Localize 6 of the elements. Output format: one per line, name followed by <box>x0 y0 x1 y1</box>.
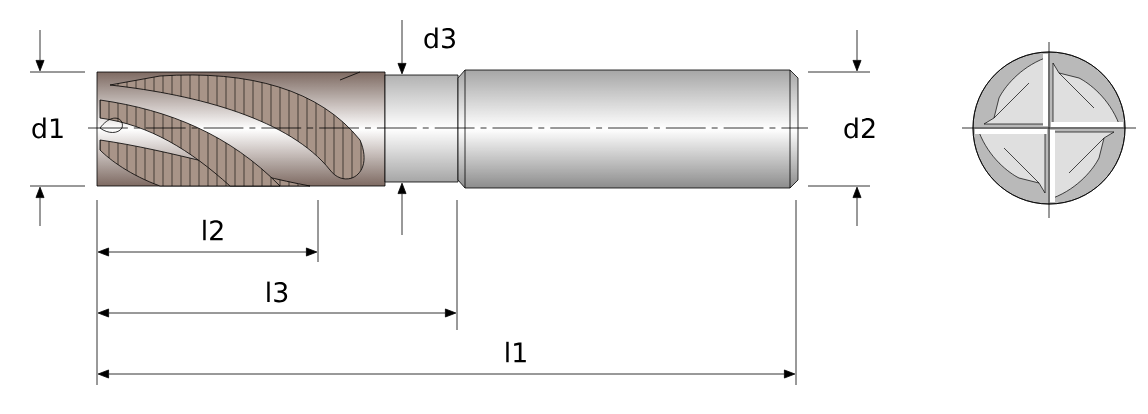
dimension-label: l1 <box>506 341 526 363</box>
dimension-label: d2 <box>844 117 875 139</box>
dimension-label: l3 <box>267 281 288 303</box>
dimension-label: l2 <box>203 219 223 241</box>
dimension-label: d3 <box>424 27 455 49</box>
dimension-label: d1 <box>32 117 63 139</box>
